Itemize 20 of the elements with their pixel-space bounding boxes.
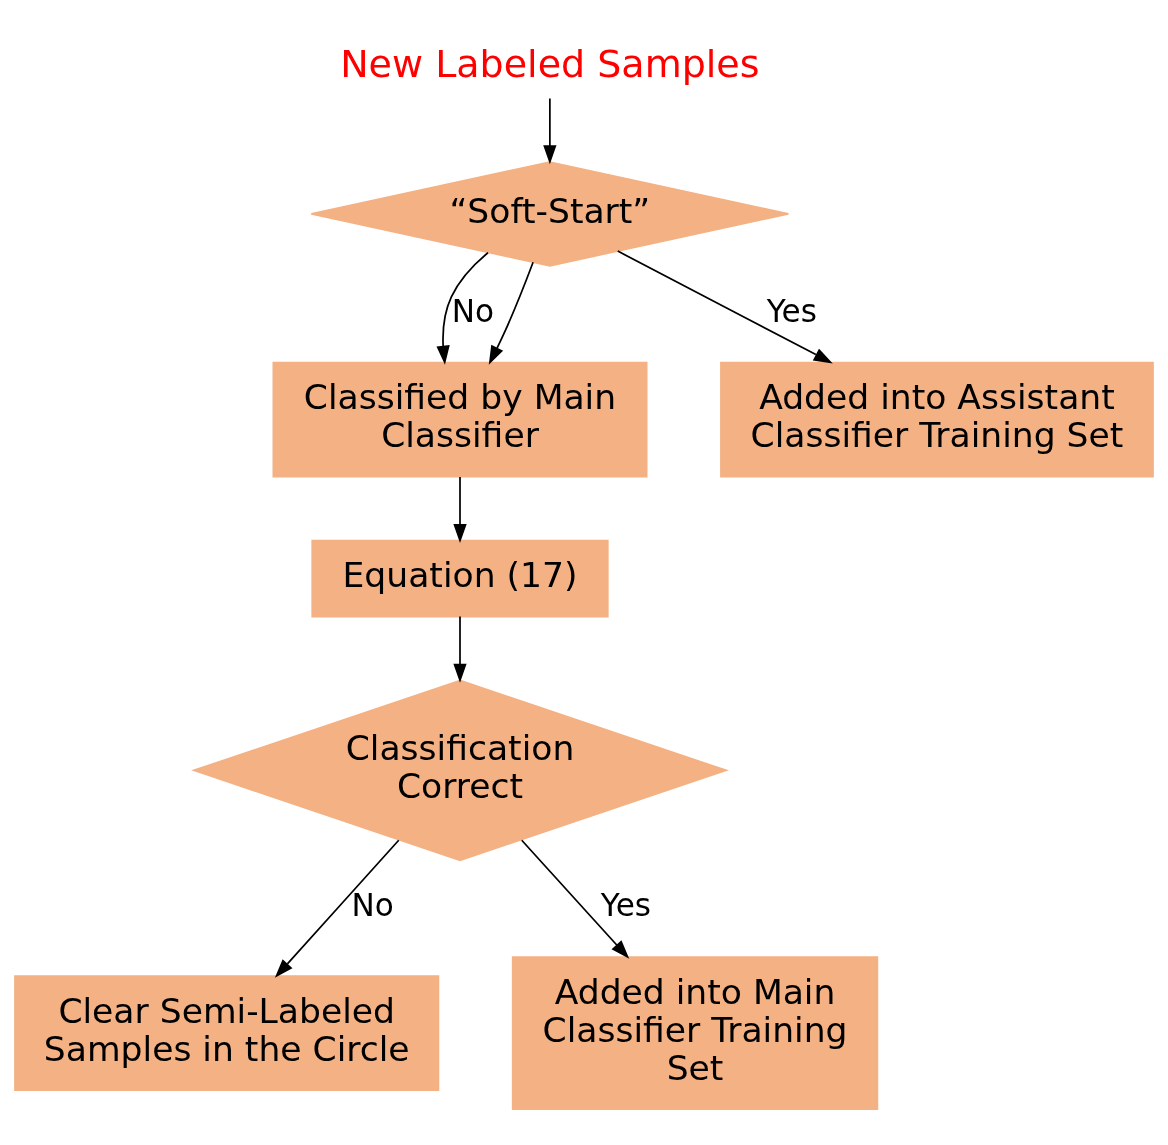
arrow (274, 839, 400, 978)
node-diamond: “Soft-Start” (310, 161, 790, 267)
node-text: New Labeled Samples (340, 41, 760, 86)
edge-label: No (351, 887, 394, 924)
arrow (520, 839, 630, 959)
node-box: Equation (17) (311, 539, 609, 618)
node-box: Added into Assistant Classifier Training Set (720, 361, 1154, 478)
arrow (543, 97, 557, 165)
node-box: Added into Main Classifier Training Set (511, 956, 879, 1110)
edge-label: No (451, 292, 495, 329)
arrow (453, 615, 467, 683)
edge-label: Yes (600, 887, 652, 924)
arrow (616, 250, 833, 364)
arrow (436, 251, 489, 365)
arrow (453, 476, 467, 544)
edge-label: Yes (766, 292, 817, 329)
node-diamond: Classification Correct (191, 679, 729, 862)
node-box: Classified by Main Classifier (272, 361, 648, 478)
arrow (488, 261, 534, 365)
node-box: Clear Semi-Labeled Samples in the Circle (14, 975, 440, 1091)
